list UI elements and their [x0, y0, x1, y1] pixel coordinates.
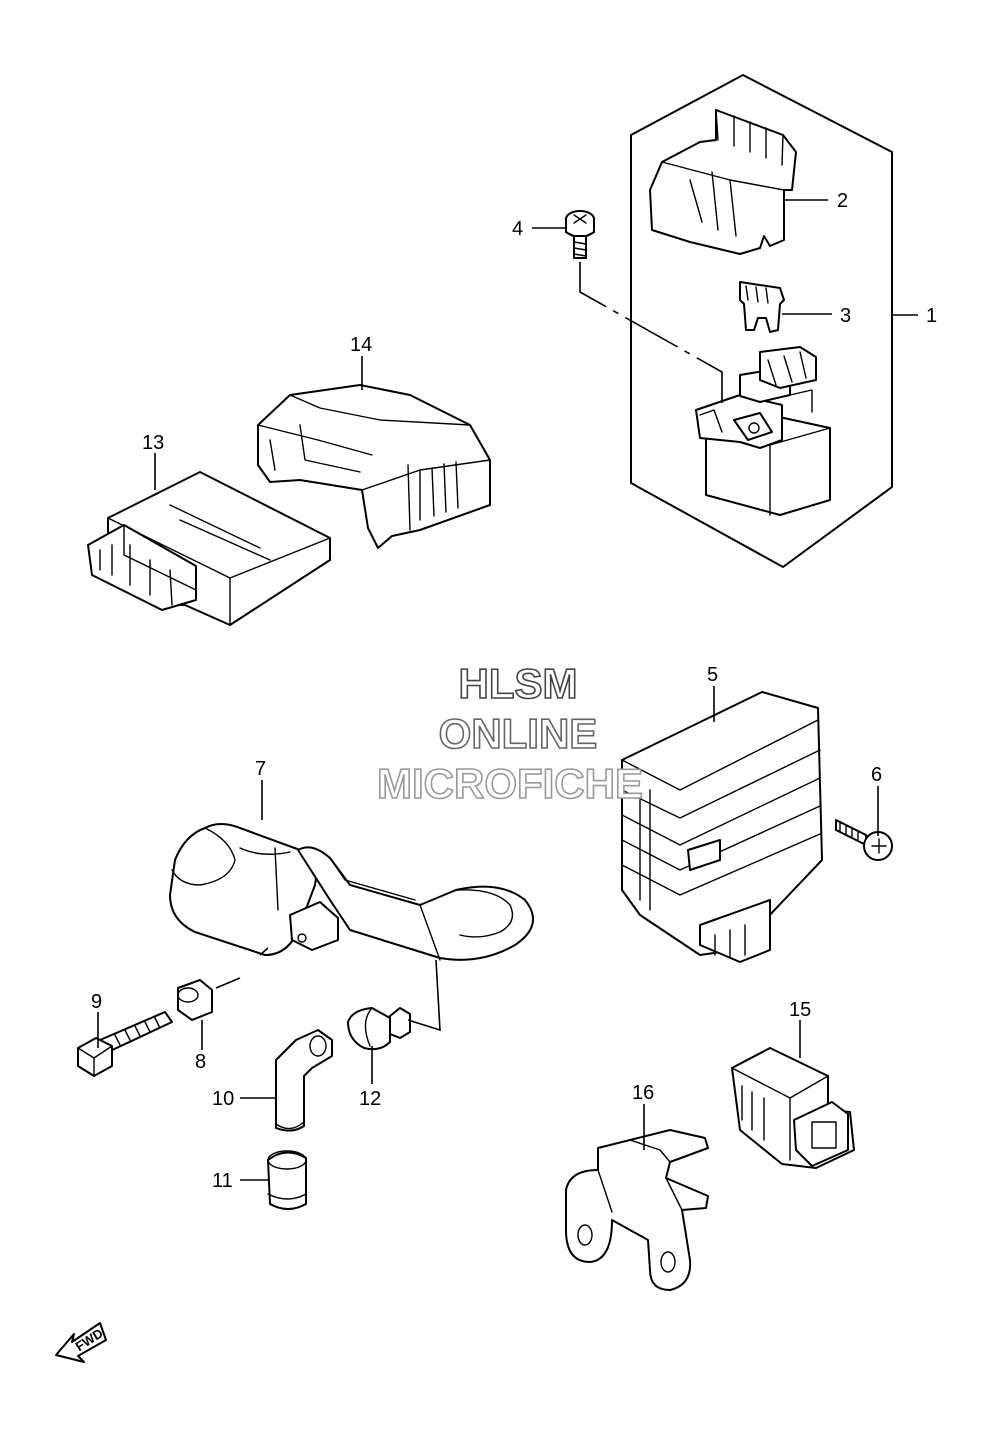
part-15-connector: [731, 1047, 855, 1169]
relationship-lines: [215, 262, 723, 1032]
part-3-fuse: [739, 281, 785, 333]
part-14-cover: [257, 384, 491, 549]
callout-16: 16: [632, 1082, 654, 1104]
part-5-regulator-rectifier: [621, 691, 823, 963]
part-11-seal: [267, 1150, 307, 1210]
callout-14: 14: [350, 334, 372, 356]
part-13-cdi-unit: [87, 471, 331, 626]
callout-15: 15: [789, 999, 811, 1021]
leader-lines: [97, 199, 918, 1181]
part-2-relay-cover: [649, 109, 797, 255]
part-16-bracket: [565, 1129, 709, 1291]
callout-10: 10: [212, 1088, 234, 1110]
callout-5: 5: [707, 664, 718, 686]
callout-6: 6: [871, 764, 882, 786]
watermark-line-2: ONLINE: [439, 710, 598, 757]
part-4-screw: [565, 210, 595, 259]
callout-2: 2: [837, 190, 848, 212]
watermark-line-3: MICROFICHE: [377, 760, 643, 807]
callout-labels: 1 2 3 4 5 6 7 8 9 10 11 12 13 14 15 16: [91, 190, 937, 1192]
watermark: HLSM ONLINE MICROFICHE: [376, 659, 644, 808]
callout-13: 13: [142, 432, 164, 454]
callout-7: 7: [255, 758, 266, 780]
fwd-arrow-icon: [55, 1322, 107, 1363]
watermark-line-1: HLSM: [459, 660, 578, 707]
part-12-plug-cap: [347, 1007, 411, 1051]
part-8-collar: [177, 979, 213, 1021]
callout-9: 9: [91, 991, 102, 1013]
callout-4: 4: [512, 218, 523, 240]
callout-11: 11: [212, 1170, 233, 1192]
part-9-bolt: [77, 1011, 173, 1077]
part-10-plug-cap: [275, 1029, 333, 1132]
assembly-outline-1: [630, 74, 893, 568]
forward-direction-arrow: FWD: [55, 1322, 107, 1363]
part-6-bolt: [835, 819, 893, 861]
callout-3: 3: [840, 305, 851, 327]
starter-relay-body: [695, 346, 831, 516]
callout-8: 8: [195, 1051, 206, 1073]
part-7-ignition-coil: [169, 823, 534, 961]
callout-12: 12: [359, 1088, 381, 1110]
callout-1: 1: [926, 305, 937, 327]
